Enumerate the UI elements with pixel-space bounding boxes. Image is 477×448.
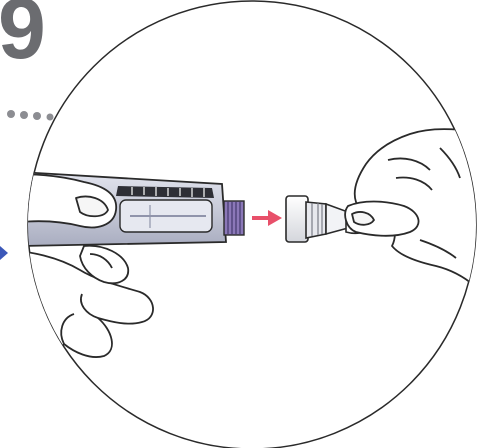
right-hand <box>344 128 476 289</box>
side-arrow-icon <box>0 246 8 260</box>
step-number: 9 <box>0 0 46 77</box>
insertion-arrow-icon <box>252 210 282 226</box>
dotted-leader-icon <box>7 110 54 121</box>
pen-dose-window <box>119 199 213 233</box>
pen-grip <box>116 186 214 198</box>
pen-threaded-tip <box>223 200 245 236</box>
